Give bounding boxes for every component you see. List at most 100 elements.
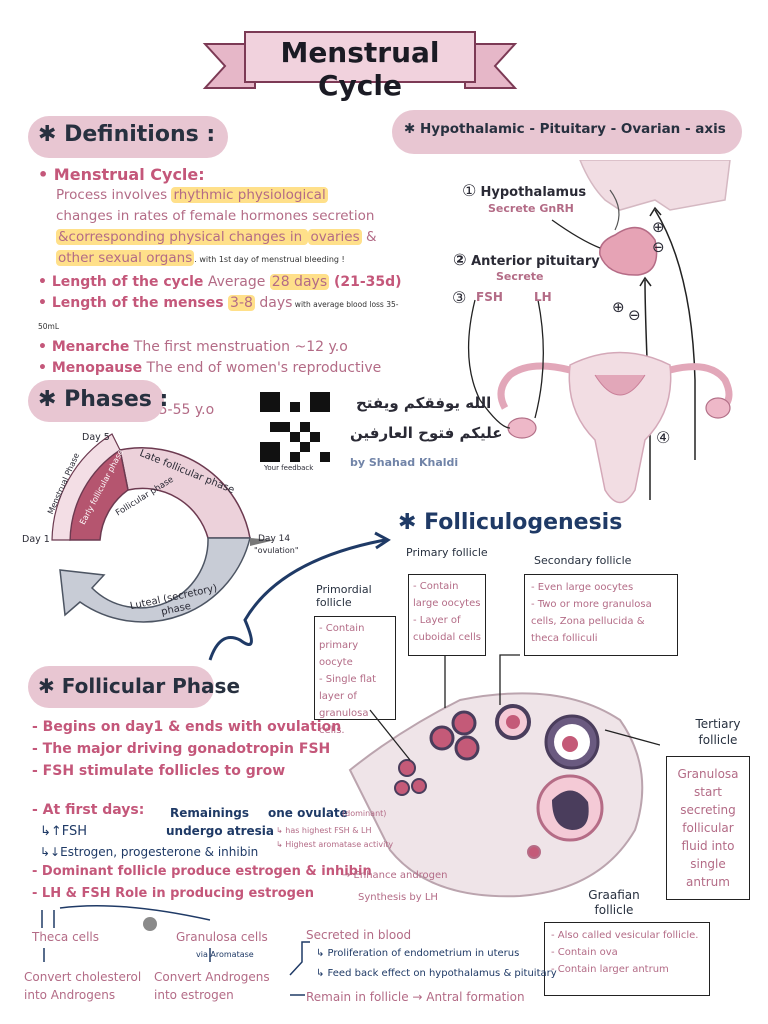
hpo-diagram	[467, 160, 733, 504]
arabic-line-1: الله يوفقكم ويفتح	[356, 394, 492, 412]
anterior-pituitary-label: Anterior pituitary	[471, 254, 600, 269]
graafian-item-1: Also called vesicular follicle.	[551, 927, 703, 944]
convert-cholesterol: Convert cholesterol into Androgens	[24, 970, 142, 1002]
folliculogenesis-heading: ✱ Folliculogenesis	[398, 510, 623, 535]
mc-text-1: Process involves	[56, 187, 172, 203]
definitions-heading: ✱ Definitions :	[38, 122, 216, 147]
menarche-text: The first menstruation ~12 y.o	[129, 339, 348, 355]
follicular-heading: ✱ Follicular Phase	[38, 674, 241, 698]
graafian-follicle-box: Also called vesicular follicle. Contain …	[544, 922, 710, 996]
hpo-heading-pill	[392, 110, 742, 154]
proliferation-line: ↳ Proliferation of endometrium in uterus	[316, 948, 520, 959]
cycle-length-range: (21-35d)	[329, 274, 402, 290]
bottom-connectors	[41, 904, 310, 996]
step-4-marker: ④	[656, 428, 671, 447]
highest-aromatase: ↳ Highest aromatase activity	[276, 840, 394, 849]
menses-hl: 3-8	[228, 295, 255, 311]
convert-androgens: Convert Androgens into estrogen	[154, 970, 270, 1002]
synthesis-by-lh: Synthesis by LH	[358, 892, 438, 903]
primordial-follicle-box: Contain primary oocyte Single flat layer…	[314, 616, 396, 736]
fsh-label: FSH	[476, 290, 503, 304]
day14-label: Day 14	[258, 534, 291, 544]
primary-follicle-box: Contain large oocytes Layer of cuboidal …	[408, 574, 486, 656]
hpo-heading: ✱ Hypothalamic - Pituitary - Ovarian - a…	[404, 121, 726, 137]
first-days-label: - At first days:	[32, 802, 145, 818]
remainings-label: Remainings	[170, 806, 250, 820]
menarche-label: Menarche	[38, 339, 129, 355]
dominant-follicle-line: - Dominant follicle produce estrogen & i…	[32, 864, 372, 879]
mc-highlight-4: other sexual organs	[56, 250, 195, 266]
phases-heading-pill	[28, 380, 164, 422]
primordial-item-1: Contain primary oocyte	[319, 620, 391, 671]
mc-highlight-ovaries: ovaries	[308, 229, 362, 245]
page-title: Menstrual Cycle	[280, 36, 440, 102]
cycle-length-label: Length of the cycle	[38, 274, 203, 290]
granulosa-cells: Granulosa cells	[176, 930, 268, 944]
tertiary-text: Granulosa start secreting follicular flu…	[677, 767, 739, 889]
highest-fsh-lh: ↳ has highest FSH & LH	[276, 826, 372, 835]
follicular-bullet-1: - Begins on day1 & ends with ovulation	[32, 719, 342, 735]
cycle-length-text: Average	[203, 274, 270, 290]
one-ovulate: one ovulate	[268, 806, 348, 820]
follicular-heading-pill	[28, 666, 214, 708]
arabic-line-2: عليكم فتوح العارفين	[350, 424, 503, 442]
step-3-marker: ③	[452, 288, 467, 307]
feedback-effect-line: ↳ Feed back effect on hypothalamus & pit…	[316, 968, 557, 979]
mc-highlight-3: &corresponding physical changes in	[56, 229, 309, 245]
hypothalamus-label: Hypothalamus	[480, 185, 587, 200]
definitions-body: Menstrual Cycle: Process involves rhythm…	[38, 164, 418, 421]
menopause-label: Menopause	[38, 360, 142, 376]
phases-heading: ✱ Phases :	[38, 387, 169, 412]
secreted-in-blood: Secreted in blood	[306, 928, 412, 942]
follicular-bullet-3: - FSH stimulate follicles to grow	[32, 763, 286, 779]
menses-length-label: Length of the menses	[38, 295, 224, 311]
lh-label: LH	[534, 290, 552, 304]
remain-in-follicle: Remain in follicle → Antral formation	[306, 990, 525, 1004]
plus-marker-1: ⊕	[652, 218, 665, 236]
ovary-diagram	[348, 692, 644, 898]
author-credit: by Shahad Khaldi	[350, 456, 459, 469]
qr-code	[260, 392, 330, 462]
feedback-label: Your feedback	[264, 464, 314, 472]
definitions-heading-pill	[28, 116, 228, 158]
hpo-labels: ① Hypothalamus	[462, 181, 586, 200]
phases-ring	[51, 433, 275, 623]
minus-marker-1: ⊖	[652, 238, 665, 256]
secrete-gnrh: Secrete GnRH	[488, 202, 574, 215]
day1-label: Day 1	[22, 534, 50, 545]
graafian-follicle-title: Graafian follicle	[588, 888, 640, 917]
dominant-note: (dominant)	[342, 809, 387, 818]
pointer-lines	[369, 654, 660, 761]
menses-note: with average blood loss 35-50mL	[38, 300, 399, 331]
ovulation-label: "ovulation"	[254, 546, 299, 555]
secondary-item-2: Two or more granulosa cells, Zona pelluc…	[531, 596, 671, 647]
via-aromatase: via Aromatase	[196, 950, 254, 959]
mc-text-2: changes in rates of female hormones secr…	[56, 208, 375, 224]
primary-follicle-title: Primary follicle	[406, 546, 488, 559]
graafian-item-3: Contain larger antrum	[551, 961, 703, 978]
lh-fsh-role: - LH & FSH Role in producing estrogen	[32, 886, 315, 901]
ant-pit-row: ② Anterior pituitary	[453, 250, 600, 269]
estrogen-down: ↳↓Estrogen, progesterone & inhibin	[40, 845, 259, 859]
plus-marker-2: ⊕	[612, 298, 625, 316]
cycle-length-hl: 28 days	[269, 274, 330, 290]
graafian-item-2: Contain ova	[551, 944, 703, 961]
fsh-up: ↳↑FSH	[40, 824, 88, 839]
step-1-marker: ①	[462, 181, 477, 200]
primary-item-1: Contain large oocytes	[413, 578, 481, 612]
theca-cells: Theca cells	[32, 930, 99, 944]
secondary-item-1: Even large oocytes	[531, 579, 671, 596]
title-banner	[202, 31, 518, 89]
follicular-bullets: - Begins on day1 & ends with ovulation -…	[32, 716, 352, 782]
tertiary-follicle-box: Granulosa start secreting follicular flu…	[666, 756, 750, 900]
mc-text-3: &	[361, 229, 377, 245]
step-2-marker: ②	[453, 250, 467, 269]
swoosh-arrow	[208, 531, 391, 661]
mc-highlight-1: rhythmic physiological	[171, 187, 328, 203]
undergo-atresia: undergo atresia	[166, 824, 274, 838]
secondary-follicle-box: Even large oocytes Two or more granulosa…	[524, 574, 678, 656]
minus-marker-2: ⊖	[628, 306, 641, 324]
primordial-item-2: Single flat layer of granulosa cells.	[319, 671, 391, 739]
primordial-follicle-title: Primordial follicle	[316, 583, 372, 609]
menstrual-cycle-label: Menstrual Cycle:	[38, 165, 205, 184]
